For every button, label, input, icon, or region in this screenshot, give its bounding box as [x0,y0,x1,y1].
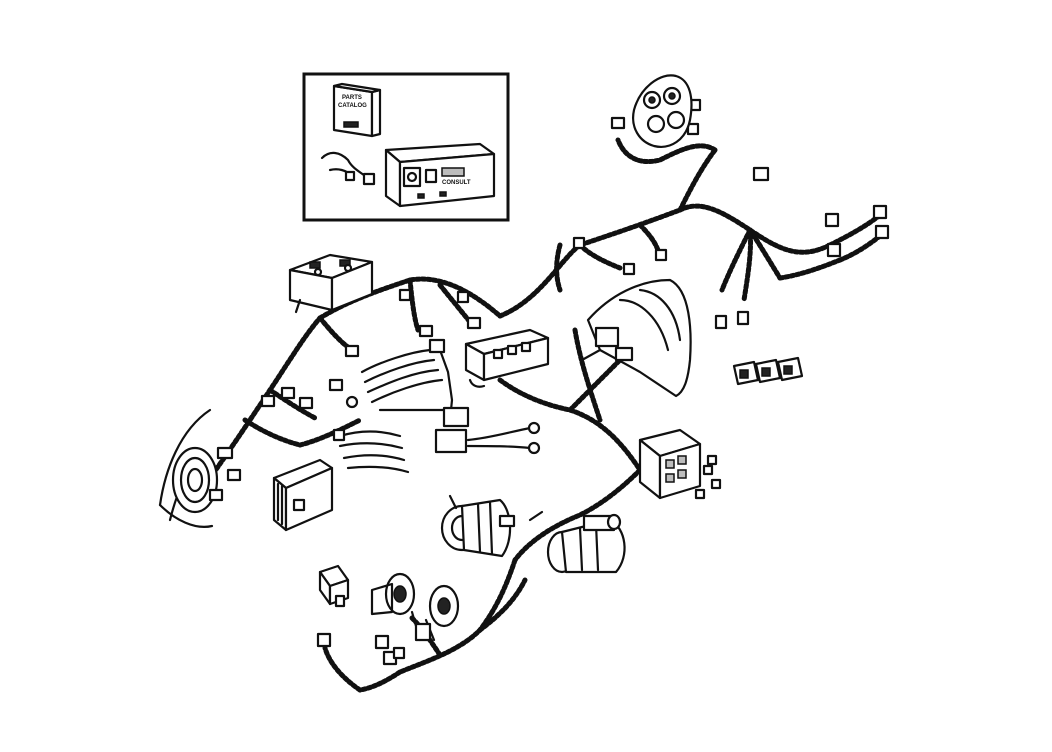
relay-set [732,356,804,386]
right-connectors [572,98,890,330]
parts-catalog-book: PARTS CATALOG [332,82,382,138]
bottom-connectors [316,510,544,666]
battery [288,253,374,314]
main-harness [207,137,888,693]
fuse-block [638,428,722,500]
catalog-title-line2: CATALOG [338,103,367,109]
device-brand-label: CONSULT [442,180,471,186]
starter-motor [546,513,626,574]
tail-lamp-assembly [632,74,693,148]
instrument-panel-bracket [580,278,692,398]
consult-device: CONSULT [384,142,496,208]
horn-pair [370,572,460,642]
headlight-assembly [158,408,242,528]
left-connectors [260,288,482,410]
catalog-title-line1: PARTS [342,95,362,101]
engine-control-module [272,458,334,532]
relay-box [464,328,550,388]
flasher-relay [318,564,350,608]
inset-box: PARTS CATALOG CONSULT [302,72,510,222]
ignition-leads [332,338,541,474]
diagnostic-cable [320,151,376,186]
alternator [440,494,516,558]
